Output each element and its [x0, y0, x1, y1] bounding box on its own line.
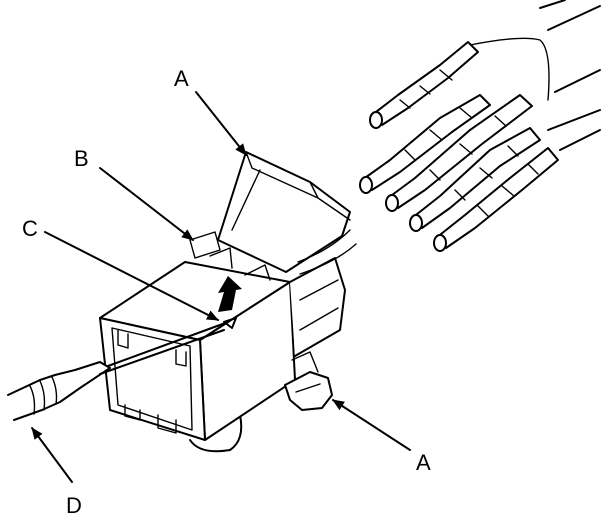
callout-a-top: A: [174, 66, 189, 91]
terminal-pin: [433, 147, 559, 252]
leader-line-a-bottom: [332, 399, 411, 451]
terminal-probe-tool: [7, 317, 237, 421]
callout-d: D: [66, 493, 82, 518]
leader-line-b: [99, 167, 194, 241]
callout-b: B: [74, 146, 89, 171]
terminal-pin: [359, 94, 491, 194]
terminal-pin: [369, 41, 479, 129]
terminal-pin: [409, 127, 541, 232]
callout-a-bottom: A: [416, 450, 431, 475]
connector-housing: [99, 151, 357, 453]
push-up-arrow: [218, 276, 242, 312]
terminal-pin: [385, 94, 533, 212]
leader-line-d: [31, 427, 73, 483]
leader-line-a-top: [195, 91, 247, 156]
callout-c: C: [22, 216, 38, 241]
leader-line-c: [44, 231, 219, 321]
terminal-pins: [359, 0, 601, 252]
